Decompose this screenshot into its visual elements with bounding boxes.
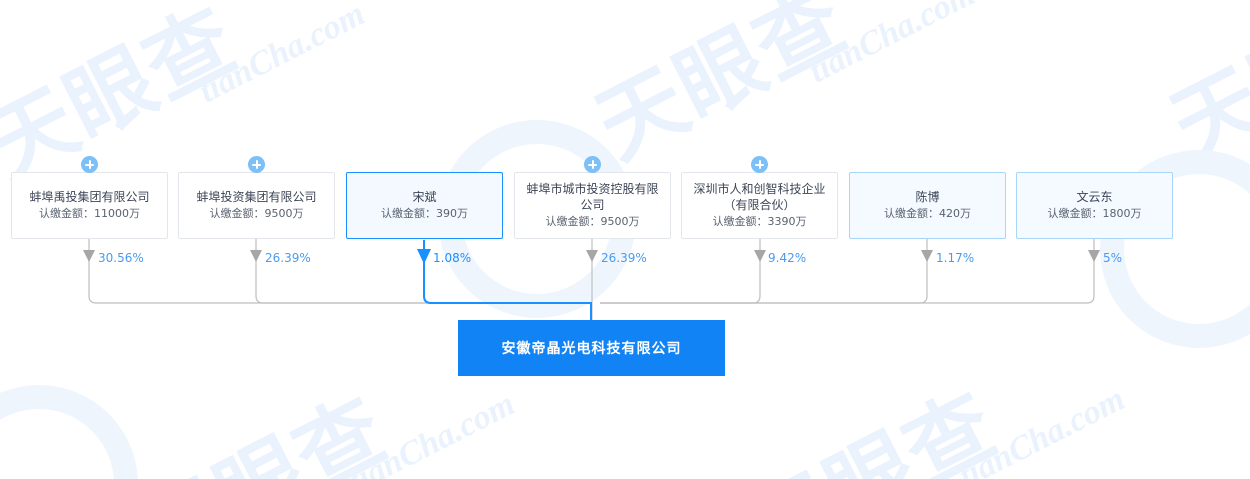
shareholder-percent-6[interactable]: 1.17% — [936, 251, 975, 265]
shareholder-amount: 认缴金额：9500万 — [209, 207, 304, 220]
shareholder-name: 蚌埠投资集团有限公司 — [196, 190, 317, 204]
shareholder-node-4[interactable]: 蚌埠市城市投资控股有限公司 认缴金额：9500万 — [514, 172, 671, 239]
company-name: 安徽帝晶光电科技有限公司 — [501, 341, 682, 357]
shareholder-node-1[interactable]: 蚌埠禹投集团有限公司 认缴金额：11000万 — [11, 172, 168, 239]
shareholder-node-2[interactable]: 蚌埠投资集团有限公司 认缴金额：9500万 — [178, 172, 335, 239]
edge-arrowhead-highlighted — [417, 249, 431, 264]
shareholder-percent-1[interactable]: 30.56% — [98, 251, 144, 265]
shareholder-node-7[interactable]: 文云东 认缴金额：1800万 — [1016, 172, 1173, 239]
shareholder-name: 文云东 — [1076, 190, 1113, 204]
shareholder-percent-7[interactable]: 5% — [1103, 251, 1123, 265]
shareholder-amount: 认缴金额：9500万 — [545, 215, 640, 228]
shareholder-name: 蚌埠禹投集团有限公司 — [29, 190, 150, 204]
expand-node-5-icon[interactable] — [751, 156, 768, 173]
shareholder-name: 蚌埠市城市投资控股有限公司 — [526, 182, 659, 212]
company-node[interactable]: 安徽帝晶光电科技有限公司 — [458, 320, 725, 376]
shareholder-percent-2[interactable]: 26.39% — [265, 251, 311, 265]
shareholder-amount: 认缴金额：1800万 — [1047, 207, 1142, 220]
expand-node-4-icon[interactable] — [584, 156, 601, 173]
shareholder-node-5[interactable]: 深圳市人和创智科技企业（有限合伙） 认缴金额：3390万 — [681, 172, 838, 239]
shareholder-percent-3[interactable]: 1.08% — [433, 251, 472, 265]
shareholder-amount: 认缴金额：3390万 — [712, 215, 807, 228]
expand-node-2-icon[interactable] — [248, 156, 265, 173]
shareholder-percent-5[interactable]: 9.42% — [768, 251, 807, 265]
shareholder-amount: 认缴金额：390万 — [381, 207, 468, 220]
shareholder-amount: 认缴金额：420万 — [884, 207, 971, 220]
shareholder-name: 陈博 — [915, 190, 940, 204]
shareholder-name: 宋斌 — [412, 190, 437, 204]
shareholder-node-3[interactable]: 宋斌 认缴金额：390万 — [346, 172, 503, 239]
shareholder-percent-4[interactable]: 26.39% — [601, 251, 647, 265]
shareholder-node-6[interactable]: 陈博 认缴金额：420万 — [849, 172, 1006, 239]
shareholder-name: 深圳市人和创智科技企业（有限合伙） — [693, 182, 826, 212]
shareholder-amount: 认缴金额：11000万 — [39, 207, 140, 220]
expand-node-1-icon[interactable] — [81, 156, 98, 173]
